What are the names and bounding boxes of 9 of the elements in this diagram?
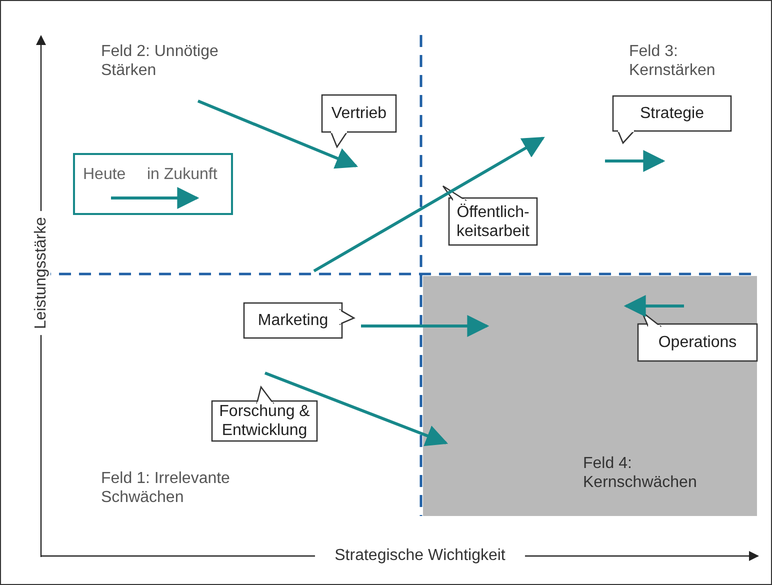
quadrant-area: [423, 276, 757, 516]
quadrant-label: Feld 3: Kernstärken: [629, 42, 716, 80]
quadrant-label: Feld 2: Unnötige Stärken: [101, 42, 220, 80]
quadrant-label: Feld 1: Irrelevante Schwächen: [101, 469, 231, 507]
quadrant-label: Feld 4: Kernschwächen: [583, 454, 698, 492]
axis-label: Strategische Wichtigkeit: [315, 546, 525, 565]
axis-label: Leistungsstärke: [32, 210, 50, 336]
legend-label: Heute: [83, 165, 126, 184]
legend-label: in Zukunft: [147, 165, 218, 184]
